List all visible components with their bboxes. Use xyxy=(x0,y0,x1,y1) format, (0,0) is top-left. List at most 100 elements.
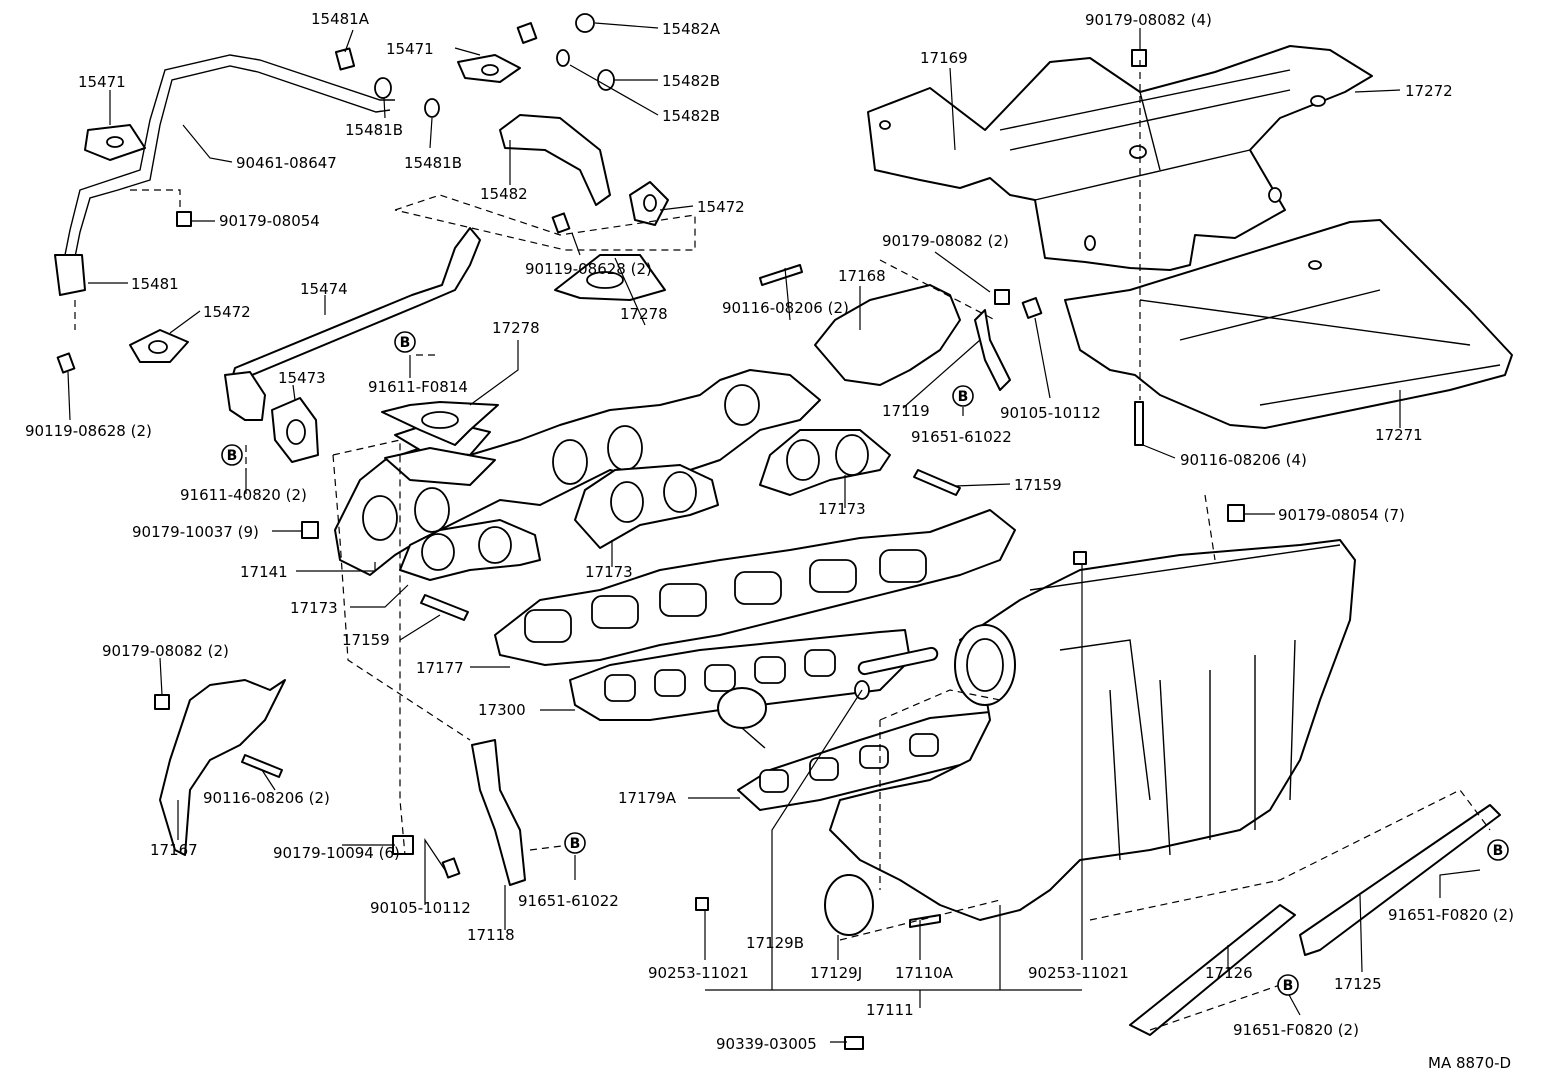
label-15471-upper-left: 15471 xyxy=(78,73,126,91)
label-15481: 15481 xyxy=(131,275,179,293)
label-91651-F0820-2-bottom: 91651-F0820 (2) xyxy=(1233,1021,1359,1039)
label-90179-08082-2-upper: 90179-08082 (2) xyxy=(882,232,1009,250)
label-15472-left: 15472 xyxy=(203,303,251,321)
label-90461-08647: 90461-08647 xyxy=(236,154,337,172)
label-90179-08082-4: 90179-08082 (4) xyxy=(1085,11,1212,29)
label-17272: 17272 xyxy=(1405,82,1453,100)
label-90116-08206-2-lower: 90116-08206 (2) xyxy=(203,789,330,807)
label-17159-lower: 17159 xyxy=(342,631,390,649)
ref-circle-b-3: B xyxy=(952,385,974,407)
svg-text:B: B xyxy=(1283,978,1294,994)
ref-circle-b-4: B xyxy=(564,832,586,854)
label-17111: 17111 xyxy=(866,1001,914,1019)
label-17168: 17168 xyxy=(838,267,886,285)
label-17300: 17300 xyxy=(478,701,526,719)
label-15474: 15474 xyxy=(300,280,348,298)
label-90105-10112-upper: 90105-10112 xyxy=(1000,404,1101,422)
egr-pipe-15481 xyxy=(54,54,395,296)
label-17173-upper: 17173 xyxy=(818,500,866,518)
label-90253-11021-left: 90253-11021 xyxy=(648,964,749,982)
label-91651-F0820-2-right: 91651-F0820 (2) xyxy=(1388,906,1514,924)
fasteners xyxy=(56,13,1245,1050)
label-17118: 17118 xyxy=(467,926,515,944)
label-17278-left: 17278 xyxy=(492,319,540,337)
label-91611-40820-2: 91611-40820 (2) xyxy=(180,486,307,504)
gasket-17278-right xyxy=(554,254,666,301)
gasket-17173-front xyxy=(399,519,541,581)
label-15482B-upper: 15482B xyxy=(662,72,720,90)
manifold-stay-17125 xyxy=(1299,804,1501,956)
label-15472-right: 15472 xyxy=(697,198,745,216)
svg-text:B: B xyxy=(400,335,411,351)
label-90116-08206-2-upper: 90116-08206 (2) xyxy=(722,299,849,317)
ref-circle-b-1: B xyxy=(394,331,416,353)
label-15482: 15482 xyxy=(480,185,528,203)
diagram-id: MA 8870-D xyxy=(1428,1054,1511,1072)
assembly-dashed-lines xyxy=(74,60,1491,1031)
label-15482A: 15482A xyxy=(662,20,721,38)
ref-circle-b-5: B xyxy=(1487,839,1509,861)
manifold-stay-17126 xyxy=(1129,904,1296,1036)
label-90179-08082-2-lower: 90179-08082 (2) xyxy=(102,642,229,660)
label-17271: 17271 xyxy=(1375,426,1423,444)
label-90179-10094-6: 90179-10094 (6) xyxy=(273,844,400,862)
label-17119: 17119 xyxy=(882,402,930,420)
gasket-15471-left xyxy=(84,124,146,161)
label-17173-lower: 17173 xyxy=(290,599,338,617)
heat-insulator-17168 xyxy=(814,284,961,386)
label-17141: 17141 xyxy=(240,563,288,581)
bracket-17119 xyxy=(974,309,1011,391)
label-90179-10037-9: 90179-10037 (9) xyxy=(132,523,259,541)
label-15481A: 15481A xyxy=(311,10,370,28)
ref-circle-b-2: B xyxy=(221,444,243,466)
label-90119-08628-2-lower: 90119-08628 (2) xyxy=(25,422,152,440)
gasket-15471-right xyxy=(457,54,521,83)
svg-text:B: B xyxy=(1493,843,1504,859)
leader-lines xyxy=(67,22,1481,1043)
label-90179-08054: 90179-08054 xyxy=(219,212,320,230)
gasket-17278-left xyxy=(381,401,499,446)
svg-text:B: B xyxy=(958,389,969,405)
label-90119-08628-2-upper: 90119-08628 (2) xyxy=(525,260,652,278)
exhaust-manifold-17141 xyxy=(334,369,821,576)
intake-manifold-17111 xyxy=(824,539,1356,936)
label-17125: 17125 xyxy=(1334,975,1382,993)
label-90253-11021-right: 90253-11021 xyxy=(1028,964,1129,982)
gasket-15472-right xyxy=(629,181,669,226)
gasket-15472-left xyxy=(129,329,189,363)
label-17169: 17169 xyxy=(920,49,968,67)
label-17110A: 17110A xyxy=(895,964,954,982)
heat-insulator-17167 xyxy=(159,679,286,856)
label-17177: 17177 xyxy=(416,659,464,677)
svg-text:B: B xyxy=(227,448,238,464)
egr-pipe-15482 xyxy=(499,114,611,206)
label-17159-upper: 17159 xyxy=(1014,476,1062,494)
bracket-17118 xyxy=(471,739,526,886)
gasket-17173-rear xyxy=(759,429,891,496)
label-91611-F0814: 91611-F0814 xyxy=(368,378,468,396)
ref-circle-b-6: B xyxy=(1277,974,1299,996)
svg-text:B: B xyxy=(570,836,581,852)
label-17167: 17167 xyxy=(150,841,198,859)
label-17126: 17126 xyxy=(1205,964,1253,982)
intake-gasket-17177 xyxy=(494,509,1016,666)
label-90179-08054-7: 90179-08054 (7) xyxy=(1278,506,1405,524)
label-17278-right: 17278 xyxy=(620,305,668,323)
label-15481B-left: 15481B xyxy=(345,121,403,139)
gasket-17173-middle xyxy=(574,464,719,549)
label-91651-61022-upper: 91651-61022 xyxy=(911,428,1012,446)
label-17129J: 17129J xyxy=(810,964,862,982)
part-labels: 15481A 15471 15482A 15471 15482B 15482B … xyxy=(25,10,1514,1072)
label-15481B-right: 15481B xyxy=(404,154,462,172)
label-15482B-lower: 15482B xyxy=(662,107,720,125)
intake-port-17300 xyxy=(569,629,911,749)
heat-insulator-17271 xyxy=(1064,219,1513,429)
label-90105-10112-lower: 90105-10112 xyxy=(370,899,471,917)
label-15471-upper-right: 15471 xyxy=(386,40,434,58)
gasket-15473 xyxy=(271,397,319,463)
heat-insulator-17169 xyxy=(867,45,1373,271)
egr-pipe-15474 xyxy=(224,227,481,421)
label-17129B: 17129B xyxy=(746,934,804,952)
label-90116-08206-4: 90116-08206 (4) xyxy=(1180,451,1307,469)
label-90339-03005: 90339-03005 xyxy=(716,1035,817,1053)
